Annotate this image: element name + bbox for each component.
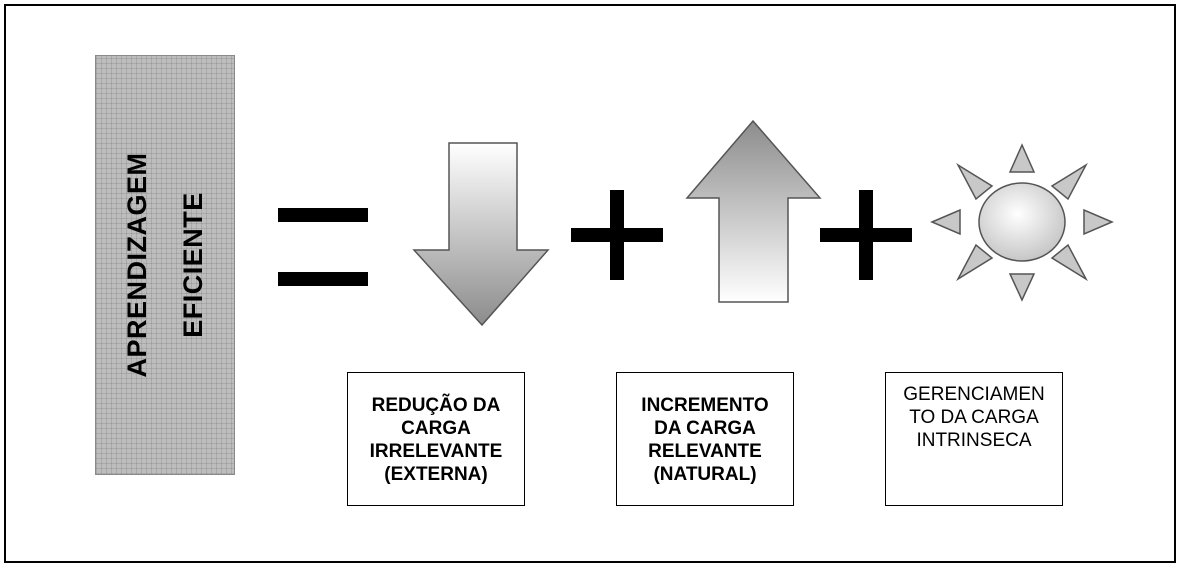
relevant-load-line-3: RELEVANTE <box>648 441 762 462</box>
external-load-line-3: IRRELEVANTE <box>369 441 503 462</box>
down-arrow-icon <box>412 142 550 327</box>
intrinsic-load-management-box: GERENCIAMEN TO DA CARGA INTRINSECA <box>885 372 1063 506</box>
plus-sign-icon <box>820 190 912 280</box>
equals-sign-icon <box>278 208 368 286</box>
external-load-line-1: REDUÇÃO DA <box>371 395 501 416</box>
relevant-load-line-4: (NATURAL) <box>653 464 757 485</box>
relevant-load-increment-box: INCREMENTO DA CARGA RELEVANTE (NATURAL) <box>616 372 794 506</box>
external-load-line-2: CARGA <box>401 418 471 439</box>
relevant-load-line-1: INCREMENTO <box>641 395 769 416</box>
relevant-load-line-2: DA CARGA <box>654 418 756 439</box>
up-arrow-icon <box>685 119 822 303</box>
sun-icon <box>930 143 1114 302</box>
intrinsic-load-line-1: GERENCIAMEN <box>903 384 1045 405</box>
plus-sign-icon <box>571 190 663 280</box>
efficient-learning-box: APRENDIZAGEM EFICIENTE <box>95 55 235 475</box>
external-load-reduction-box: REDUÇÃO DA CARGA IRRELEVANTE (EXTERNA) <box>347 372 525 506</box>
external-load-line-4: (EXTERNA) <box>384 464 488 485</box>
intrinsic-load-line-2: TO DA CARGA <box>909 407 1039 428</box>
intrinsic-load-line-3: INTRINSECA <box>916 430 1032 451</box>
